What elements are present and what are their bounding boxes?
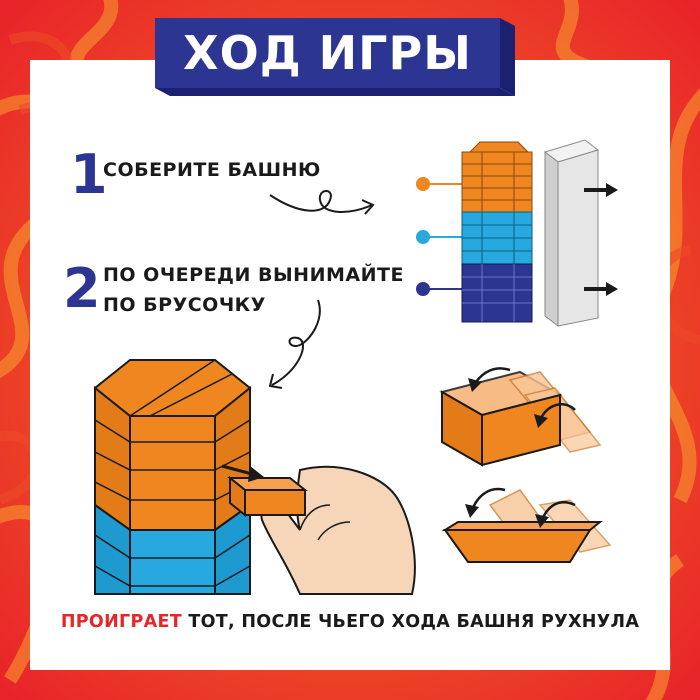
block-rotation-diagram-1 xyxy=(439,367,602,467)
rotate-arrow-icon xyxy=(465,487,576,528)
arrow-icon xyxy=(584,183,618,197)
curly-arrow-icon xyxy=(268,299,321,389)
step-1-number: 1 xyxy=(70,143,108,206)
step-2-number: 2 xyxy=(63,257,101,320)
big-tower xyxy=(93,359,252,595)
arrow-icon xyxy=(584,282,618,296)
rule-text: ПРОИГРАЕТ ТОТ, ПОСЛЕ ЧЬЕГО ХОДА БАШНЯ РУ… xyxy=(30,612,670,632)
curly-arrow-icon xyxy=(269,190,375,215)
rule-rest: ТОТ, ПОСЛЕ ЧЬЕГО ХОДА БАШНЯ РУХНУЛА xyxy=(188,612,640,632)
color-marker-cyan xyxy=(416,230,462,244)
block-rotation-diagram-2 xyxy=(441,487,612,563)
page-title: ХОД ИГРЫ xyxy=(183,26,472,80)
step-1-text: СОБЕРИТЕ БАШНЮ xyxy=(103,159,321,181)
step-2-text-line1: ПО ОЧЕРЕДИ ВЫНИМАЙТЕ xyxy=(103,264,404,286)
tower-diagram xyxy=(416,139,618,328)
arrow-icon xyxy=(221,464,264,482)
title-banner xyxy=(155,18,515,96)
color-marker-orange xyxy=(416,177,462,191)
color-marker-navy xyxy=(416,282,462,296)
rule-highlight: ПРОИГРАЕТ xyxy=(60,612,182,632)
rotate-arrow-icon xyxy=(468,367,576,428)
step-2-text-line2: ПО БРУСОЧКУ xyxy=(103,294,266,316)
hand-icon xyxy=(221,464,416,595)
